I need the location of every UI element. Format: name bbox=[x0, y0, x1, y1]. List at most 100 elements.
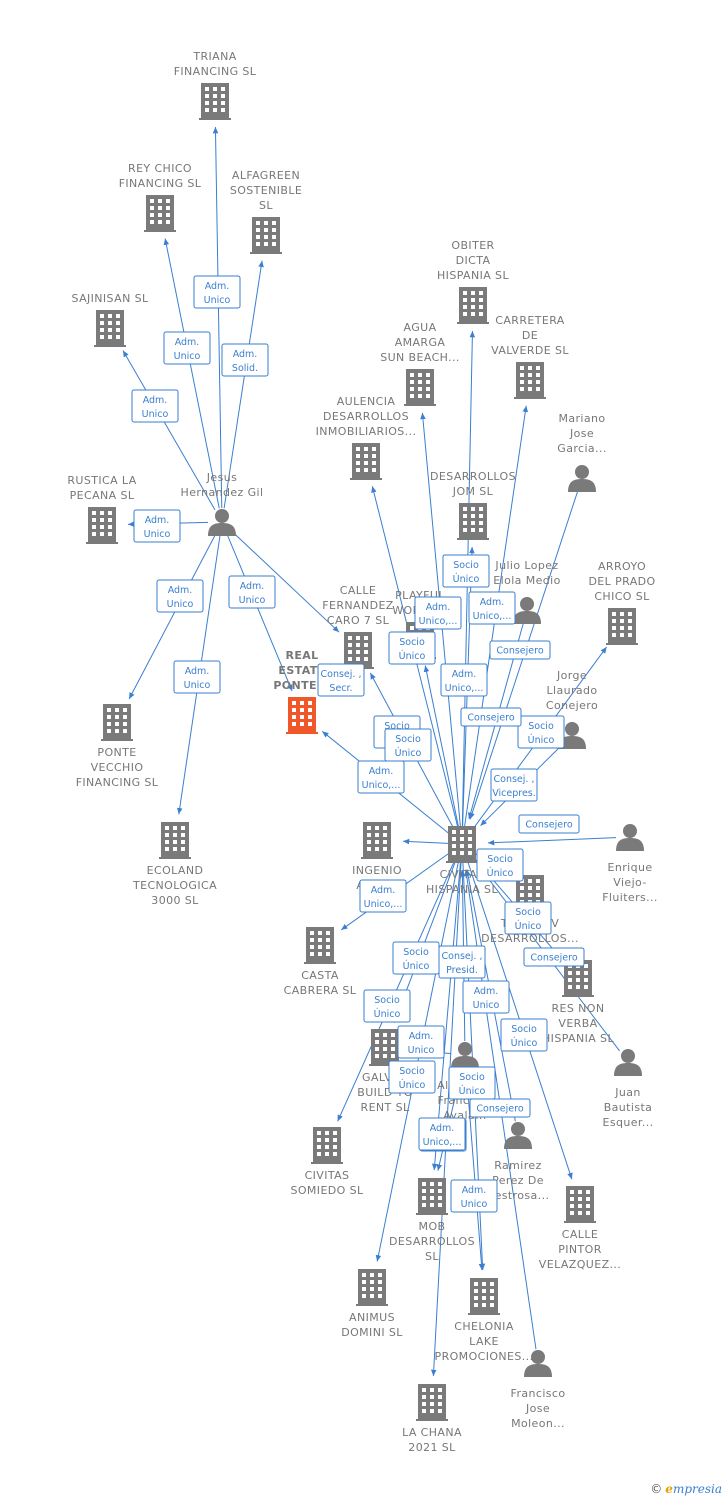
node-mariano[interactable]: MarianoJoseGarcia... bbox=[557, 412, 606, 492]
edge-label[interactable]: Adm.Unico bbox=[156, 579, 204, 613]
edge-label[interactable]: Consejero bbox=[523, 947, 585, 967]
edge-label-box bbox=[518, 814, 580, 834]
edge-label-box bbox=[131, 389, 179, 423]
node-realestate[interactable]: REALESTATEPONTE... bbox=[273, 649, 330, 734]
edge-label-text: Socio bbox=[453, 560, 479, 571]
node-label: REY CHICO bbox=[128, 162, 192, 175]
node-label: SUN BEACH... bbox=[380, 351, 460, 364]
edge-label-box bbox=[450, 1179, 498, 1213]
node-label: SL bbox=[259, 199, 273, 212]
edge-label[interactable]: Consejero bbox=[518, 814, 580, 834]
edge-label[interactable]: Adm.Unico bbox=[133, 509, 181, 543]
edge-label-box bbox=[221, 343, 269, 377]
edge-label[interactable]: Adm.Unico,... bbox=[359, 879, 407, 913]
edge-label-text: Unico bbox=[204, 295, 231, 306]
node-label: Garcia... bbox=[557, 442, 606, 455]
node-label: Jorge bbox=[556, 669, 587, 682]
edge-line bbox=[226, 534, 293, 692]
edge-label[interactable]: Adm.Unico,... bbox=[440, 663, 488, 697]
node-enrique[interactable]: EnriqueViejo-Fluiters... bbox=[602, 824, 658, 904]
node-chelonia[interactable]: CHELONIALAKEPROMOCIONES... bbox=[435, 1278, 534, 1363]
edge-label[interactable]: Adm.Unico bbox=[131, 389, 179, 423]
node-label: Elola Medio bbox=[493, 574, 560, 587]
node-sajinisan[interactable]: SAJINISAN SL bbox=[71, 292, 149, 347]
node-label: MOB bbox=[419, 1220, 446, 1233]
edge-label[interactable]: Adm.Unico,... bbox=[468, 591, 516, 625]
edge-label[interactable]: Adm.Unico bbox=[173, 660, 221, 694]
node-label: Juan bbox=[614, 1086, 641, 1099]
node-label: CHICO SL bbox=[594, 590, 650, 603]
edge-label[interactable]: Adm.Unico,... bbox=[418, 1117, 466, 1151]
edge-label-text: Adm. bbox=[205, 281, 230, 292]
edge-label[interactable]: Consejero bbox=[489, 640, 551, 660]
edge-label[interactable]: Adm.Solid. bbox=[221, 343, 269, 377]
node-label: CABRERA SL bbox=[284, 984, 357, 997]
edge-label-box bbox=[163, 331, 211, 365]
building-icon bbox=[350, 443, 382, 480]
edge-label[interactable]: Adm.Unico bbox=[228, 575, 276, 609]
node-aulencia[interactable]: AULENCIADESARROLLOSINMOBILIARIOS... bbox=[316, 395, 417, 480]
edge-label[interactable]: Adm. Unico bbox=[193, 275, 241, 309]
edge-label[interactable]: Adm.Unico,... bbox=[357, 760, 405, 794]
brand-footer[interactable]: ©empresia bbox=[650, 1482, 722, 1496]
edge-label-box bbox=[193, 275, 241, 309]
node-callepintor[interactable]: CALLEPINTORVELAZQUEZ... bbox=[539, 1186, 621, 1271]
edge-label[interactable]: Adm.Unico,... bbox=[414, 596, 462, 630]
node-label: DOMINI SL bbox=[341, 1326, 403, 1339]
edge-label[interactable]: Adm.Unico bbox=[450, 1179, 498, 1213]
edge-label-text: Presid. bbox=[446, 965, 478, 976]
node-francisco[interactable]: FranciscoJoseMoleon... bbox=[511, 1350, 566, 1430]
edge-label[interactable]: Consej. ,Secr. bbox=[317, 663, 365, 697]
building-icon bbox=[606, 608, 638, 645]
person-icon bbox=[568, 465, 596, 492]
edge-label[interactable]: Consej. ,Vicepres. bbox=[490, 768, 538, 802]
edge-label-text: Consejero bbox=[476, 1104, 523, 1115]
edge-label[interactable]: Consej. ,Presid. bbox=[438, 945, 486, 979]
edge-label-box bbox=[490, 768, 538, 802]
edge-label[interactable]: Adm.Unico bbox=[163, 331, 211, 365]
edge-label[interactable]: Consejero bbox=[469, 1098, 531, 1118]
edge-label-box bbox=[357, 760, 405, 794]
node-juan[interactable]: JuanBautistaEsquer... bbox=[602, 1049, 653, 1129]
building-icon bbox=[404, 369, 436, 406]
edge-label[interactable]: Consejero bbox=[460, 707, 522, 727]
building-icon bbox=[361, 822, 393, 859]
edge-label[interactable]: Adm.Unico bbox=[397, 1025, 445, 1059]
edge-label[interactable]: Adm.Unico bbox=[462, 980, 510, 1014]
node-label: DEL PRADO bbox=[588, 575, 655, 588]
